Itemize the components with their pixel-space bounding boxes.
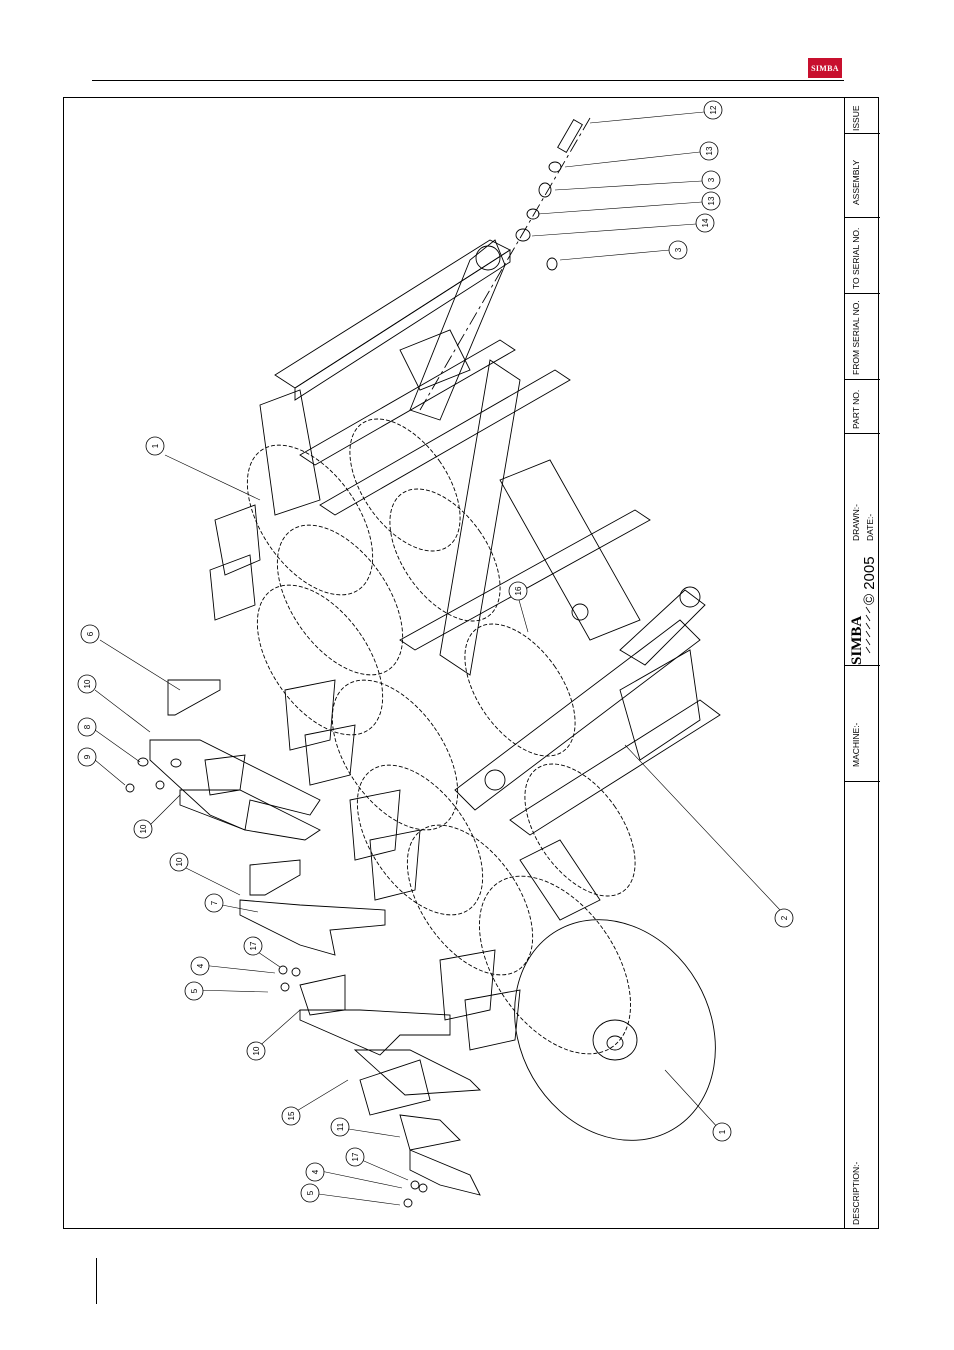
description-label: DESCRIPTION:- — [851, 1162, 861, 1225]
callout-15: 15 — [282, 1107, 300, 1125]
copyright-text: © 2005 — [861, 556, 878, 605]
from-serial-label: FROM SERIAL NO. — [851, 300, 861, 375]
simba-logo: SIMBA — [808, 58, 842, 78]
part-no-label: PART NO. — [851, 390, 861, 429]
to-serial-label: TO SERIAL NO. — [851, 228, 861, 289]
callout-13: 13 — [700, 142, 718, 160]
svg-text:15: 15 — [287, 1111, 296, 1120]
svg-text:1: 1 — [151, 443, 160, 448]
callout-16: 16 — [509, 582, 527, 600]
callout-7: 7 — [205, 894, 223, 912]
svg-text:4: 4 — [196, 963, 205, 968]
machine-label: MACHINE:- — [851, 723, 861, 767]
svg-text:12: 12 — [709, 105, 718, 114]
date-label: DATE:- — [865, 514, 875, 541]
svg-text:8: 8 — [83, 724, 92, 729]
callout-1: 1 — [146, 437, 164, 455]
callout-3: 3 — [702, 171, 720, 189]
callout-14: 14 — [696, 214, 714, 232]
callout-6: 6 — [81, 625, 99, 643]
svg-text:13: 13 — [705, 146, 714, 155]
svg-text:13: 13 — [707, 196, 716, 205]
callout-17: 17 — [244, 937, 262, 955]
title-block: ISSUE ASSEMBLY TO SERIAL NO. FROM SERIAL… — [844, 97, 879, 1229]
callout-10: 10 — [134, 820, 152, 838]
svg-text:17: 17 — [351, 1152, 360, 1161]
callout-1: 1 — [713, 1123, 731, 1141]
callout-2: 2 — [775, 909, 793, 927]
svg-text:5: 5 — [190, 988, 199, 993]
issue-label: ISSUE — [851, 105, 861, 131]
header-rule — [92, 80, 844, 81]
callout-9: 9 — [78, 748, 96, 766]
assembly-label: ASSEMBLY — [851, 160, 861, 205]
brand-text: SIMBA — [849, 616, 866, 665]
callout-13: 13 — [702, 192, 720, 210]
frame-drawing — [126, 118, 755, 1207]
exploded-assembly-drawing: 12 13 3 13 14 3 1 16 6 10 8 9 10 10 7 2 … — [64, 98, 844, 1228]
svg-text:3: 3 — [707, 177, 716, 182]
callout-bubbles: 12 13 3 13 14 3 1 16 6 10 8 9 10 10 7 2 … — [78, 101, 793, 1202]
svg-text:9: 9 — [83, 754, 92, 759]
callout-4: 4 — [191, 957, 209, 975]
callout-10: 10 — [170, 853, 188, 871]
svg-text:11: 11 — [336, 1122, 345, 1131]
svg-text:5: 5 — [306, 1190, 315, 1195]
svg-text:6: 6 — [86, 631, 95, 636]
simba-brand-mark: SIMBA — [849, 605, 871, 669]
svg-text:14: 14 — [701, 218, 710, 227]
callout-5: 5 — [185, 982, 203, 1000]
logo-text: SIMBA — [811, 64, 839, 73]
callout-5: 5 — [301, 1184, 319, 1202]
callout-8: 8 — [78, 718, 96, 736]
svg-text:10: 10 — [252, 1046, 261, 1055]
svg-text:4: 4 — [311, 1169, 320, 1174]
svg-text:16: 16 — [514, 586, 523, 595]
callout-10: 10 — [247, 1042, 265, 1060]
svg-text:3: 3 — [674, 247, 683, 252]
callout-10: 10 — [78, 675, 96, 693]
page-margin-rule — [96, 1258, 97, 1304]
drawn-label: DRAWN:- — [851, 504, 861, 541]
svg-text:10: 10 — [139, 824, 148, 833]
svg-text:2: 2 — [780, 915, 789, 920]
leader-lines — [95, 112, 780, 1205]
callout-4: 4 — [306, 1163, 324, 1181]
callout-12: 12 — [704, 101, 722, 119]
callout-11: 11 — [331, 1118, 349, 1136]
svg-text:7: 7 — [210, 900, 219, 905]
callout-3: 3 — [669, 241, 687, 259]
svg-text:10: 10 — [175, 857, 184, 866]
svg-text:17: 17 — [249, 941, 258, 950]
svg-text:1: 1 — [718, 1129, 727, 1134]
svg-text:10: 10 — [83, 679, 92, 688]
callout-17: 17 — [346, 1148, 364, 1166]
